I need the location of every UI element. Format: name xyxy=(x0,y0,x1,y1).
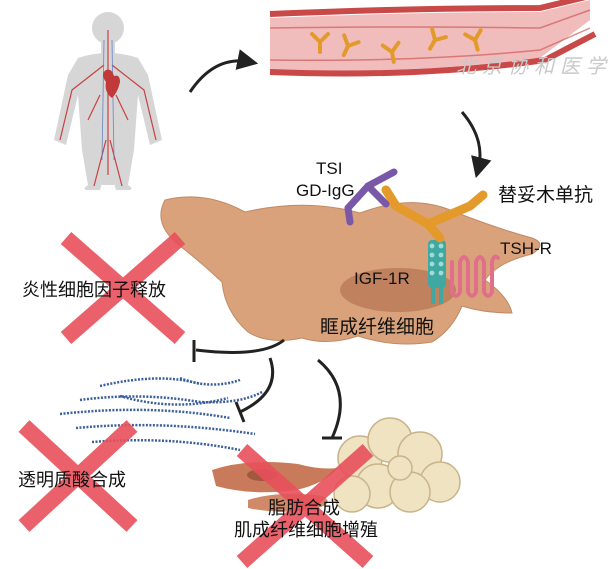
label-inflammatory-cytokine-release: 炎性细胞因子释放 xyxy=(22,280,166,301)
igf-1r-receptor xyxy=(428,240,446,304)
red-x-hyaluronic xyxy=(18,420,138,532)
vessel-antibodies xyxy=(310,27,483,64)
inhibition-line-cytokine xyxy=(195,338,285,354)
label-tsi: TSI xyxy=(316,159,343,178)
inhibition-line-hyaluronic xyxy=(239,357,275,414)
label-adipogenesis: 脂肪合成 xyxy=(268,498,340,519)
heart-icon xyxy=(103,69,120,98)
hyaluronic-acid-fibers xyxy=(59,376,263,452)
watermark: 北京协和医学会 xyxy=(456,54,614,78)
antibody-in-vessel xyxy=(428,27,448,51)
label-teprotumumab: 替妥木单抗 xyxy=(498,184,594,206)
tsi-antibody xyxy=(344,168,398,226)
inhibition-lines xyxy=(192,338,342,440)
tsh-r-receptor xyxy=(450,254,500,298)
fibroblast-nucleus xyxy=(340,268,456,312)
arrow-body-to-vessel xyxy=(188,49,259,93)
red-x-cytokine xyxy=(60,231,186,345)
label-orbital-fibroblast: 眶成纤维细胞 xyxy=(320,316,435,338)
arrow-vessel-to-fibroblast xyxy=(460,111,492,179)
inhibition-bar-hyaluronic xyxy=(234,401,246,423)
label-tsh-r: TSH-R xyxy=(500,239,552,258)
antibody-in-vessel xyxy=(341,33,361,58)
label-fibroblast-proliferation: 肌成纤维细胞增殖 xyxy=(234,520,378,541)
antibody-in-vessel xyxy=(310,32,330,54)
antibody-in-vessel xyxy=(463,28,483,52)
human-body-figure xyxy=(54,12,162,190)
inhibition-line-proliferation xyxy=(317,358,342,439)
teprotumumab-antibody xyxy=(381,185,488,243)
antibody-in-vessel xyxy=(380,40,401,64)
label-igf-1r: IGF-1R xyxy=(354,269,410,288)
blood-vessel xyxy=(269,0,597,77)
red-x-adipogenesis xyxy=(236,444,374,568)
label-gd-igg: GD-IgG xyxy=(296,181,355,200)
label-hyaluronic-acid-synthesis: 透明质酸合成 xyxy=(18,470,126,491)
orbital-fibroblast-cell xyxy=(160,196,541,345)
